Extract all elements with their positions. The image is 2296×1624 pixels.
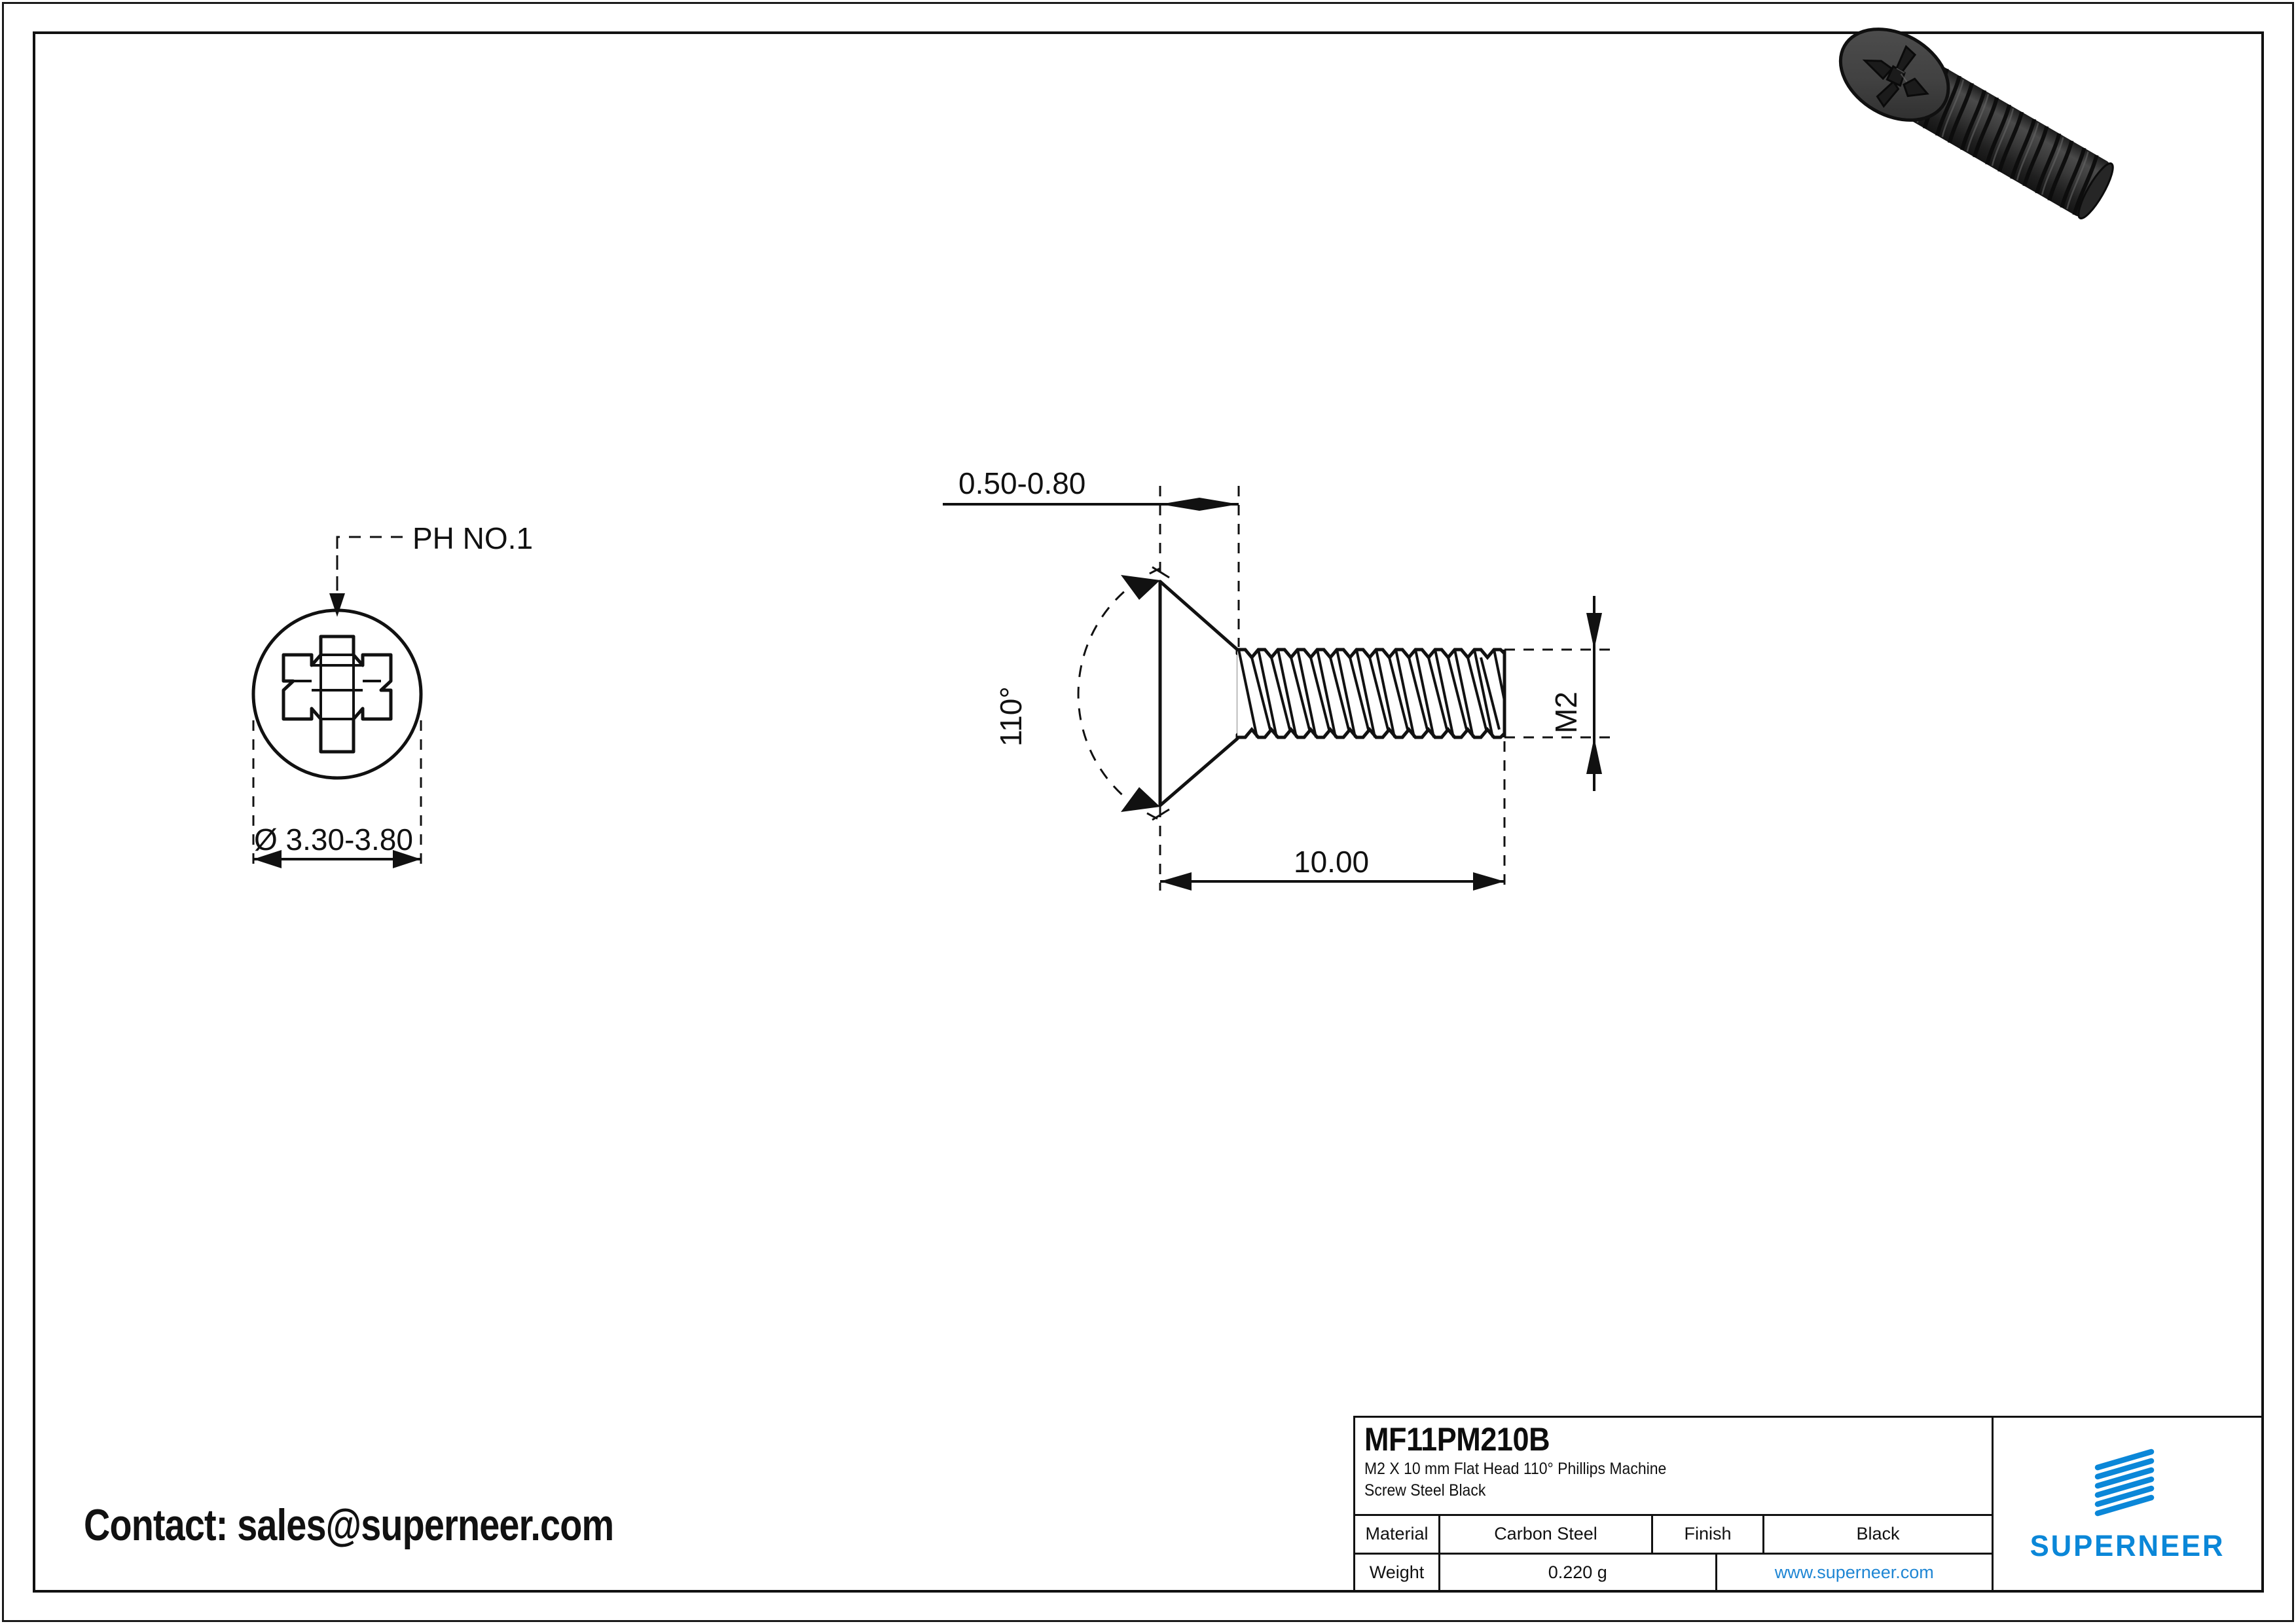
title-block: MF11PM210B M2 X 10 mm Flat Head 110° Phi… — [1353, 1416, 2264, 1593]
finish-label: Finish — [1653, 1516, 1764, 1553]
weight-label: Weight — [1355, 1554, 1440, 1591]
website-link[interactable]: www.superneer.com — [1774, 1562, 1934, 1582]
finish-value: Black — [1856, 1524, 1900, 1544]
brand-logo: SUPERNEER — [1994, 1418, 2262, 1591]
side-profile-view: 0.50-0.80 110° M2 10.00 — [930, 406, 1715, 923]
superneer-stripes-icon — [2088, 1445, 2167, 1522]
dimension-head-angle: 110° — [994, 686, 1028, 747]
spec-row-weight: Weight 0.220 g www.superneer.com — [1355, 1554, 1992, 1591]
dimension-thread-size: M2 — [1549, 692, 1583, 733]
title-block-spec-rows: Material Carbon Steel Finish Black Weigh… — [1355, 1516, 1992, 1591]
material-label: Material — [1355, 1516, 1440, 1553]
part-number: MF11PM210B — [1364, 1421, 1550, 1458]
description-line-2: Screw Steel Black — [1364, 1481, 1486, 1500]
material-value: Carbon Steel — [1440, 1516, 1653, 1553]
contact-line: Contact: sales@superneer.com — [84, 1500, 614, 1550]
superneer-wordmark: SUPERNEER — [2030, 1529, 2225, 1562]
spec-row-material: Material Carbon Steel Finish Black — [1355, 1516, 1992, 1555]
callout-ph-no-1: PH NO.1 — [412, 521, 533, 555]
dimension-screw-length: 10.00 — [1294, 845, 1369, 879]
sheet-inner-border — [33, 31, 2264, 1593]
dimension-head-diameter: Ø 3.30-3.80 — [254, 822, 413, 857]
description-line-1: M2 X 10 mm Flat Head 110° Phillips Machi… — [1364, 1460, 1667, 1478]
3d-screw-render — [1794, 20, 2291, 219]
weight-value: 0.220 g — [1440, 1554, 1717, 1591]
title-block-description: MF11PM210B M2 X 10 mm Flat Head 110° Phi… — [1355, 1418, 1992, 1516]
head-end-view: PH NO.1 Ø 3.30-3.80 — [216, 406, 661, 917]
title-block-left: MF11PM210B M2 X 10 mm Flat Head 110° Phi… — [1355, 1418, 1994, 1591]
dimension-head-height: 0.50-0.80 — [958, 466, 1085, 500]
